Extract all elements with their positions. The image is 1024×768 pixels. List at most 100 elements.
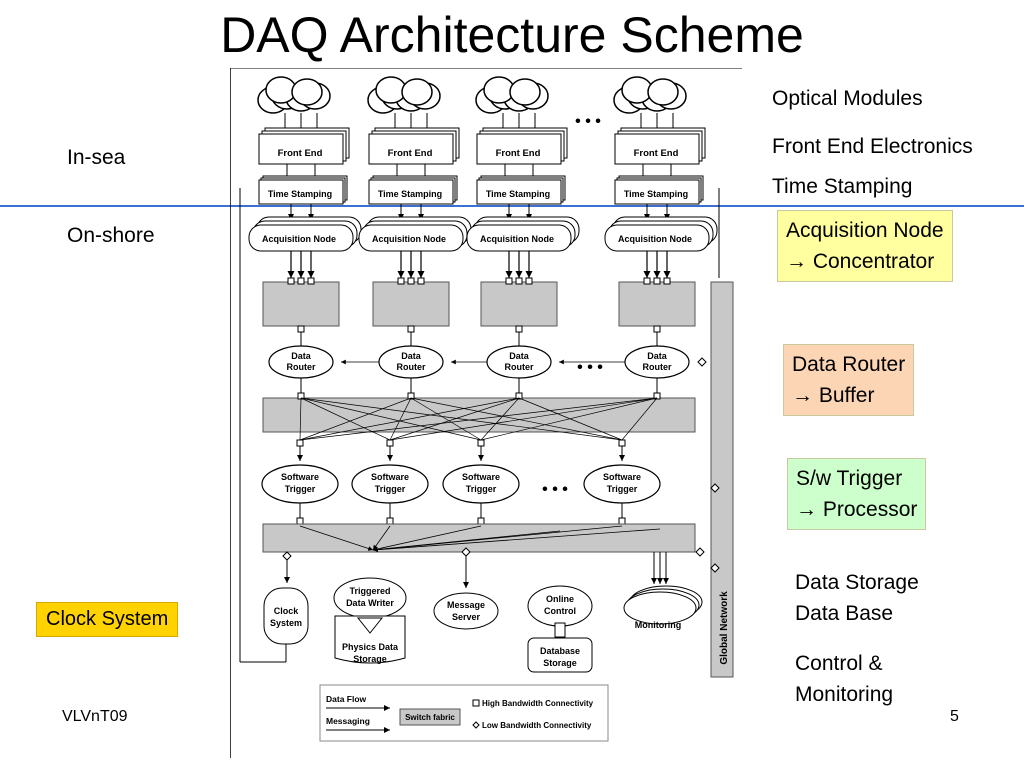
database-label: Storage bbox=[543, 658, 577, 668]
crossbar-link bbox=[299, 397, 658, 441]
data-router-label: Data bbox=[401, 351, 422, 361]
label-front-end-electronics: Front End Electronics bbox=[772, 135, 973, 158]
online-control-label: Control bbox=[544, 606, 576, 616]
merge-link bbox=[372, 525, 482, 552]
crossbar-link bbox=[410, 397, 482, 441]
high-bw-port bbox=[407, 392, 415, 400]
crossbar-link bbox=[299, 397, 412, 441]
time-stamping-label: Time Stamping bbox=[268, 189, 332, 199]
low-bw-port bbox=[710, 483, 720, 493]
concentrator-block bbox=[262, 281, 340, 327]
high-bw-port bbox=[643, 277, 651, 285]
crossbar-link bbox=[300, 397, 623, 441]
time-stamping-label: Time Stamping bbox=[624, 189, 688, 199]
clock-system-box: Clock System bbox=[36, 602, 179, 637]
data-router-box: Data Router → Buffer bbox=[783, 344, 915, 416]
ellipsis-routers: • • • bbox=[577, 359, 603, 376]
time-stamping-box bbox=[258, 179, 344, 205]
front-end-label: Front End bbox=[634, 148, 679, 159]
concentrator-block bbox=[618, 281, 696, 327]
control-arrow-icon bbox=[554, 622, 566, 638]
crossbar-link bbox=[480, 397, 520, 441]
acquisition-node-label: Acquisition Node bbox=[262, 234, 336, 244]
data-router-label: Data bbox=[647, 351, 668, 361]
switch-fabric-1 bbox=[262, 397, 696, 433]
crossbar-link bbox=[300, 397, 391, 441]
low-bw-port bbox=[710, 563, 720, 573]
crossbar-link bbox=[621, 397, 658, 441]
storage-arrow-icon bbox=[356, 617, 384, 634]
high-bw-port bbox=[477, 439, 485, 447]
sea-shore-separator bbox=[0, 205, 1024, 207]
merge-link bbox=[299, 525, 374, 551]
front-end-box bbox=[258, 133, 344, 165]
in-sea-label: In-sea bbox=[67, 146, 126, 169]
acquisition-node-label: Acquisition Node bbox=[618, 234, 692, 244]
software-trigger-label: Software bbox=[371, 472, 409, 482]
clock-label: System bbox=[270, 618, 302, 628]
legend-low-bw: Low Bandwidth Connectivity bbox=[482, 721, 592, 730]
legend-switch-swatch bbox=[399, 708, 461, 726]
data-router-label: Router bbox=[643, 362, 672, 372]
trigger-line1: S/w Trigger bbox=[796, 467, 903, 490]
legend-switch-fabric: Switch fabric bbox=[405, 713, 455, 722]
time-stamping-box bbox=[476, 179, 562, 205]
global-network-label: Global Network bbox=[719, 591, 730, 665]
acquisition-node-label: Acquisition Node bbox=[372, 234, 446, 244]
front-end-label: Front End bbox=[388, 148, 433, 159]
acquisition-node-label: Acquisition Node bbox=[480, 234, 554, 244]
high-bw-port bbox=[618, 439, 626, 447]
legend-high-bw: High Bandwidth Connectivity bbox=[482, 699, 594, 708]
high-bw-port bbox=[653, 277, 661, 285]
software-trigger-label: Trigger bbox=[466, 484, 497, 494]
high-bw-port bbox=[386, 439, 394, 447]
high-bw-port bbox=[297, 277, 305, 285]
trigger-line2: → Processor bbox=[796, 498, 918, 521]
time-stamping-label: Time Stamping bbox=[486, 189, 550, 199]
acq-line2: → Concentrator bbox=[786, 250, 935, 273]
low-bw-port bbox=[282, 551, 292, 561]
data-writer-label: Triggered bbox=[349, 586, 390, 596]
time-stamping-label: Time Stamping bbox=[378, 189, 442, 199]
low-bw-port bbox=[697, 357, 707, 367]
physics-data-storage-node bbox=[334, 615, 406, 664]
data-router-label: Router bbox=[397, 362, 426, 372]
message-server-label: Server bbox=[452, 612, 481, 622]
high-bw-port bbox=[653, 325, 661, 333]
message-server-label: Message bbox=[447, 600, 485, 610]
data-router-label: Data bbox=[291, 351, 312, 361]
software-trigger-label: Software bbox=[462, 472, 500, 482]
optical-module-icon bbox=[401, 78, 433, 106]
high-bw-port bbox=[287, 277, 295, 285]
optical-module-icon bbox=[509, 78, 541, 106]
front-end-box bbox=[476, 133, 562, 165]
high-bw-port bbox=[386, 517, 394, 525]
legend-box bbox=[319, 684, 609, 742]
high-bw-port bbox=[515, 277, 523, 285]
software-trigger-label: Trigger bbox=[285, 484, 316, 494]
high-bw-port bbox=[505, 277, 513, 285]
clock-label: Clock bbox=[274, 606, 300, 616]
monitoring-node bbox=[623, 591, 697, 625]
crossbar-link bbox=[389, 397, 520, 441]
high-bw-port bbox=[296, 439, 304, 447]
front-end-label: Front End bbox=[278, 148, 323, 159]
sw-trigger-box: S/w Trigger → Processor bbox=[787, 458, 927, 530]
crossbar-link bbox=[389, 397, 658, 441]
software-trigger-label: Trigger bbox=[607, 484, 638, 494]
front-end-box bbox=[368, 133, 454, 165]
low-bw-port bbox=[461, 547, 471, 557]
high-bw-port bbox=[477, 517, 485, 525]
acquisition-node-box: Acquisition Node → Concentrator bbox=[777, 210, 953, 282]
switch-fabric-2 bbox=[262, 523, 696, 553]
clock-system-node bbox=[263, 587, 309, 645]
optical-module-icon bbox=[291, 78, 323, 106]
legend-low-bw-icon bbox=[472, 721, 480, 729]
physics-data-label: Physics Data bbox=[342, 642, 399, 652]
high-bw-port bbox=[618, 517, 626, 525]
legend-messaging: Messaging bbox=[326, 716, 370, 726]
legend-data-flow: Data Flow bbox=[326, 694, 367, 704]
high-bw-port bbox=[525, 277, 533, 285]
